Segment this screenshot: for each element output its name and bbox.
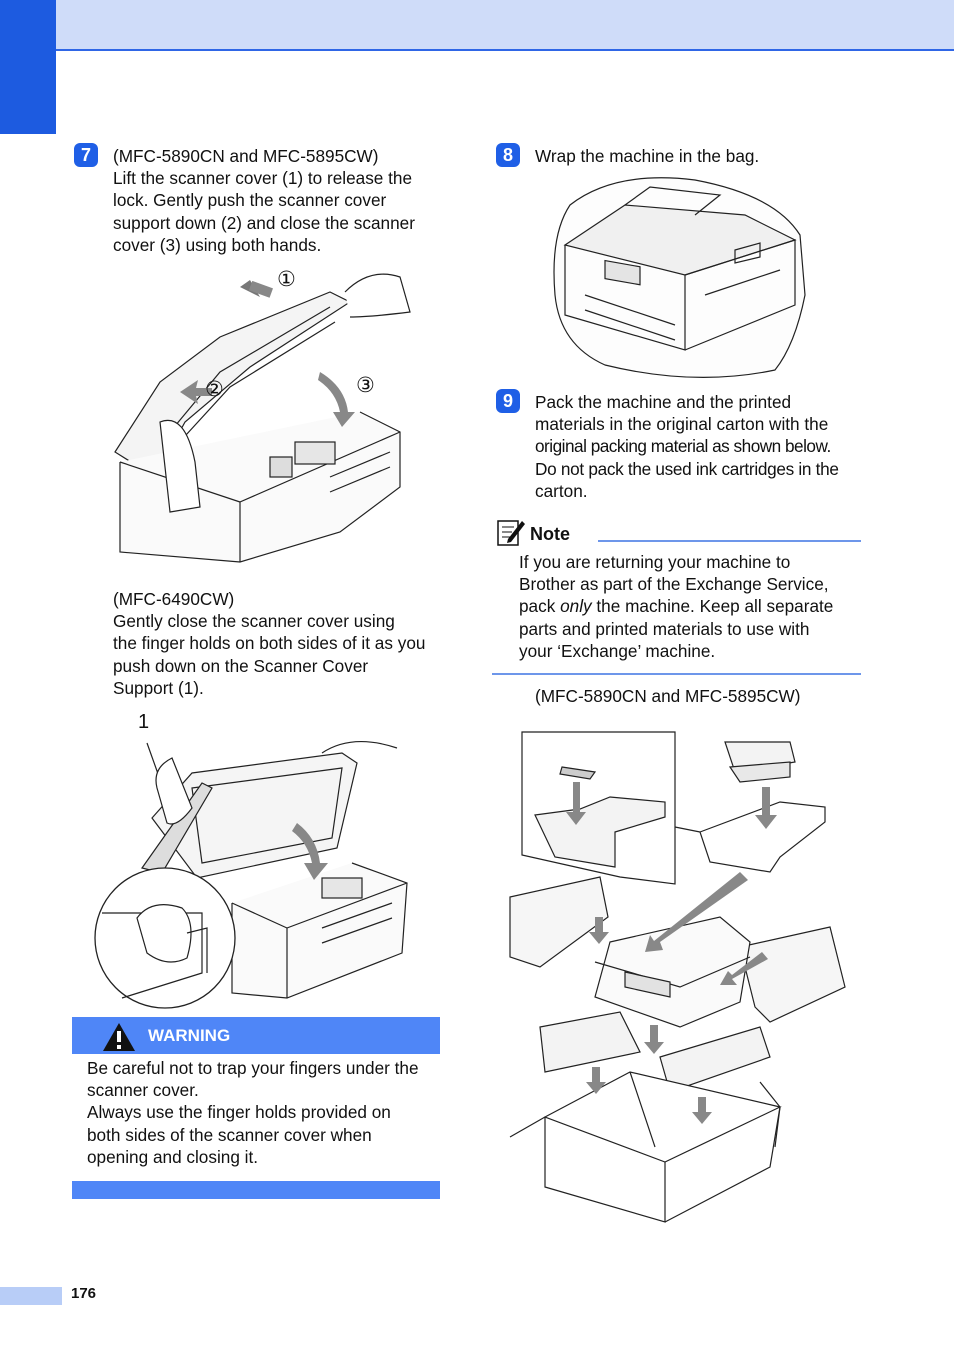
- step-8-text: Wrap the machine in the bag.: [535, 146, 760, 166]
- warning-label: WARNING: [148, 1026, 231, 1045]
- note-text-run: If you are returning your machine to: [519, 552, 791, 572]
- step-7-line: cover (3) using both hands.: [113, 234, 322, 255]
- step-7-sub-line: Gently close the scanner cover using: [113, 611, 395, 632]
- warning-line: scanner cover.: [87, 1080, 199, 1101]
- step-7-line: lock. Gently push the scanner cover: [113, 190, 387, 211]
- note-pencil-icon: [497, 520, 525, 546]
- machine-in-bag-illustration: [553, 177, 806, 379]
- note-text-run: the machine. Keep all separate: [591, 596, 834, 617]
- note-line: your ‘Exchange’ machine.: [519, 640, 833, 662]
- step-9-badge: 9: [496, 389, 520, 413]
- step-7-sub-line: push down on the Scanner Cover: [113, 655, 369, 676]
- warning-footer: [72, 1181, 440, 1199]
- step-9-line: materials in the original carton with th…: [535, 414, 829, 435]
- step-9-line: original packing material as shown below…: [535, 436, 831, 457]
- step-7-sub-line: (MFC-6490CW): [113, 589, 235, 609]
- warning-line: opening and closing it.: [87, 1146, 259, 1167]
- note-line: Brother as part of the Exchange Service,: [519, 573, 833, 595]
- step-7-line: support down (2) and close the scanner: [113, 212, 415, 233]
- step-7-sub-line: the finger holds on both sides of it as …: [113, 633, 426, 654]
- note-text: If you are returning your machine to Bro…: [519, 551, 833, 662]
- warning-header: [72, 1017, 440, 1054]
- warning-line: Be careful not to trap your fingers unde…: [87, 1058, 419, 1078]
- warning-line: both sides of the scanner cover when: [87, 1124, 372, 1145]
- note-text-run: Brother as part of the Exchange Service,: [519, 574, 829, 595]
- page-number: 176: [71, 1285, 97, 1302]
- step-7-line: (MFC-5890CN and MFC-5895CW): [113, 146, 379, 166]
- note-line: pack only the machine. Keep all separate: [519, 595, 833, 617]
- step-9-text: Pack the machine and the printed materia…: [535, 391, 839, 502]
- step-7-badge: 7: [74, 143, 98, 167]
- scanner-close-illustration: [94, 740, 408, 1009]
- note-line: parts and printed materials to use with: [519, 618, 833, 640]
- step-7-text: (MFC-5890CN and MFC-5895CW) Lift the sca…: [113, 145, 415, 256]
- step-9-line: Pack the machine and the printed: [535, 392, 792, 412]
- note-title: Note: [530, 524, 570, 544]
- note-bottom-rule: [492, 673, 861, 675]
- step-9-line: carton.: [535, 480, 588, 501]
- note-text-run: your ‘Exchange’ machine.: [519, 640, 716, 661]
- callout-3: ③: [356, 374, 375, 397]
- header-band: [0, 0, 954, 51]
- note-line: If you are returning your machine to: [519, 551, 833, 573]
- step-7-line: Lift the scanner cover (1) to release th…: [113, 168, 413, 189]
- callout-2: ②: [205, 378, 224, 401]
- warning-triangle-icon: [103, 1023, 135, 1051]
- figure-2-callout: 1: [138, 711, 150, 733]
- warning-text: Be careful not to trap your fingers unde…: [87, 1057, 419, 1168]
- scanner-lift-illustration: [114, 273, 411, 563]
- packing-illustration: [509, 731, 846, 1223]
- step-9-line: Do not pack the used ink cartridges in t…: [535, 458, 839, 479]
- note-emphasis: only: [560, 596, 592, 617]
- step-8-badge: 8: [496, 143, 520, 167]
- page-number-strip: [0, 1287, 62, 1305]
- warning-line: Always use the finger holds provided on: [87, 1102, 391, 1123]
- note-text-run: parts and printed materials to use with: [519, 618, 810, 639]
- callout-1: ①: [277, 268, 296, 291]
- step-7-sub-text: (MFC-6490CW) Gently close the scanner co…: [113, 588, 425, 699]
- packing-caption: (MFC-5890CN and MFC-5895CW): [535, 686, 801, 706]
- note-top-rule: [598, 540, 861, 542]
- chapter-tab: [0, 0, 56, 134]
- step-7-sub-line: Support (1).: [113, 677, 204, 698]
- note-text-run: pack: [519, 596, 561, 617]
